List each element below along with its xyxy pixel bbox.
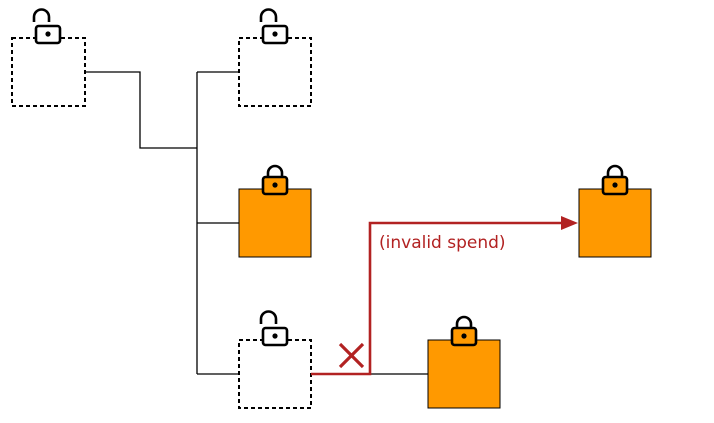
box-output-1 — [238, 37, 312, 107]
box-input-tx — [11, 37, 86, 107]
cross-icon — [338, 342, 365, 369]
invalid-spend-line — [311, 221, 562, 376]
invalid-spend-path: (invalid spend) — [311, 216, 578, 376]
unlocked-padlock-icon — [32, 8, 62, 45]
tree-connectors — [85, 71, 428, 375]
invalid-spend-label: (invalid spend) — [379, 233, 506, 253]
locked-padlock-icon — [450, 315, 478, 347]
connector-input-to-branch — [85, 71, 197, 149]
box-output-3 — [238, 339, 312, 409]
unlocked-padlock-icon — [259, 310, 289, 347]
box-invalid-target — [578, 188, 652, 258]
box-output-2 — [238, 188, 312, 258]
arrowhead-icon — [561, 216, 578, 230]
locked-padlock-icon — [261, 164, 289, 196]
locked-padlock-icon — [601, 164, 629, 196]
box-next-tx — [427, 339, 501, 409]
unlocked-padlock-icon — [259, 8, 289, 45]
